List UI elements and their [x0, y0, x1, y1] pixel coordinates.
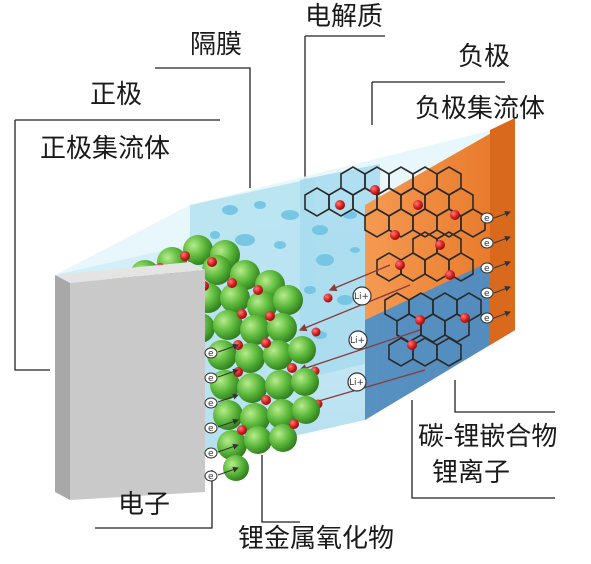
svg-text:Li+: Li+ [350, 336, 365, 346]
svg-text:e: e [208, 449, 214, 459]
leader-lines [14, 35, 555, 529]
anode-electrons: e e e e e [480, 210, 511, 324]
svg-text:e: e [208, 399, 214, 409]
label-lithium-ion: 锂离子 [432, 458, 511, 488]
svg-text:e: e [484, 314, 490, 324]
label-anode-collector: 负极集流体 [415, 94, 546, 124]
svg-text:Li+: Li+ [349, 378, 364, 388]
label-electrolyte: 电解质 [305, 2, 384, 32]
graphite-lattice [304, 166, 486, 367]
svg-text:e: e [484, 289, 490, 299]
label-separator: 隔膜 [190, 30, 243, 60]
label-lithium-metal-oxide: 锂金属氧化物 [238, 524, 395, 554]
cathode-plate-side [55, 275, 70, 500]
cathode-plate [70, 270, 205, 500]
svg-text:e: e [208, 349, 214, 359]
anode-lower [365, 250, 515, 420]
svg-text:e: e [208, 374, 214, 384]
label-electron: 电子 [118, 490, 171, 520]
label-cathode-collector: 正极集流体 [40, 134, 171, 164]
svg-text:e: e [484, 264, 490, 274]
cathode-plate-top [55, 262, 205, 283]
electrolyte-ions: Li+ Li+ Li+ [298, 264, 426, 409]
label-anode: 负极 [458, 42, 511, 72]
svg-text:e: e [208, 472, 214, 482]
graphite-ions [335, 185, 470, 350]
label-carbon-lithium: 碳-锂嵌合物 [418, 422, 558, 452]
svg-text:e: e [208, 424, 214, 434]
svg-text:e: e [484, 239, 490, 249]
label-cathode: 正极 [90, 80, 143, 110]
svg-text:e: e [484, 214, 490, 224]
anode-edge [490, 118, 515, 345]
separator-side [300, 164, 380, 380]
metal-oxide-ions [127, 251, 299, 435]
cathode-electrons: e e e e e e [204, 343, 239, 482]
svg-text:Li+: Li+ [354, 292, 369, 302]
